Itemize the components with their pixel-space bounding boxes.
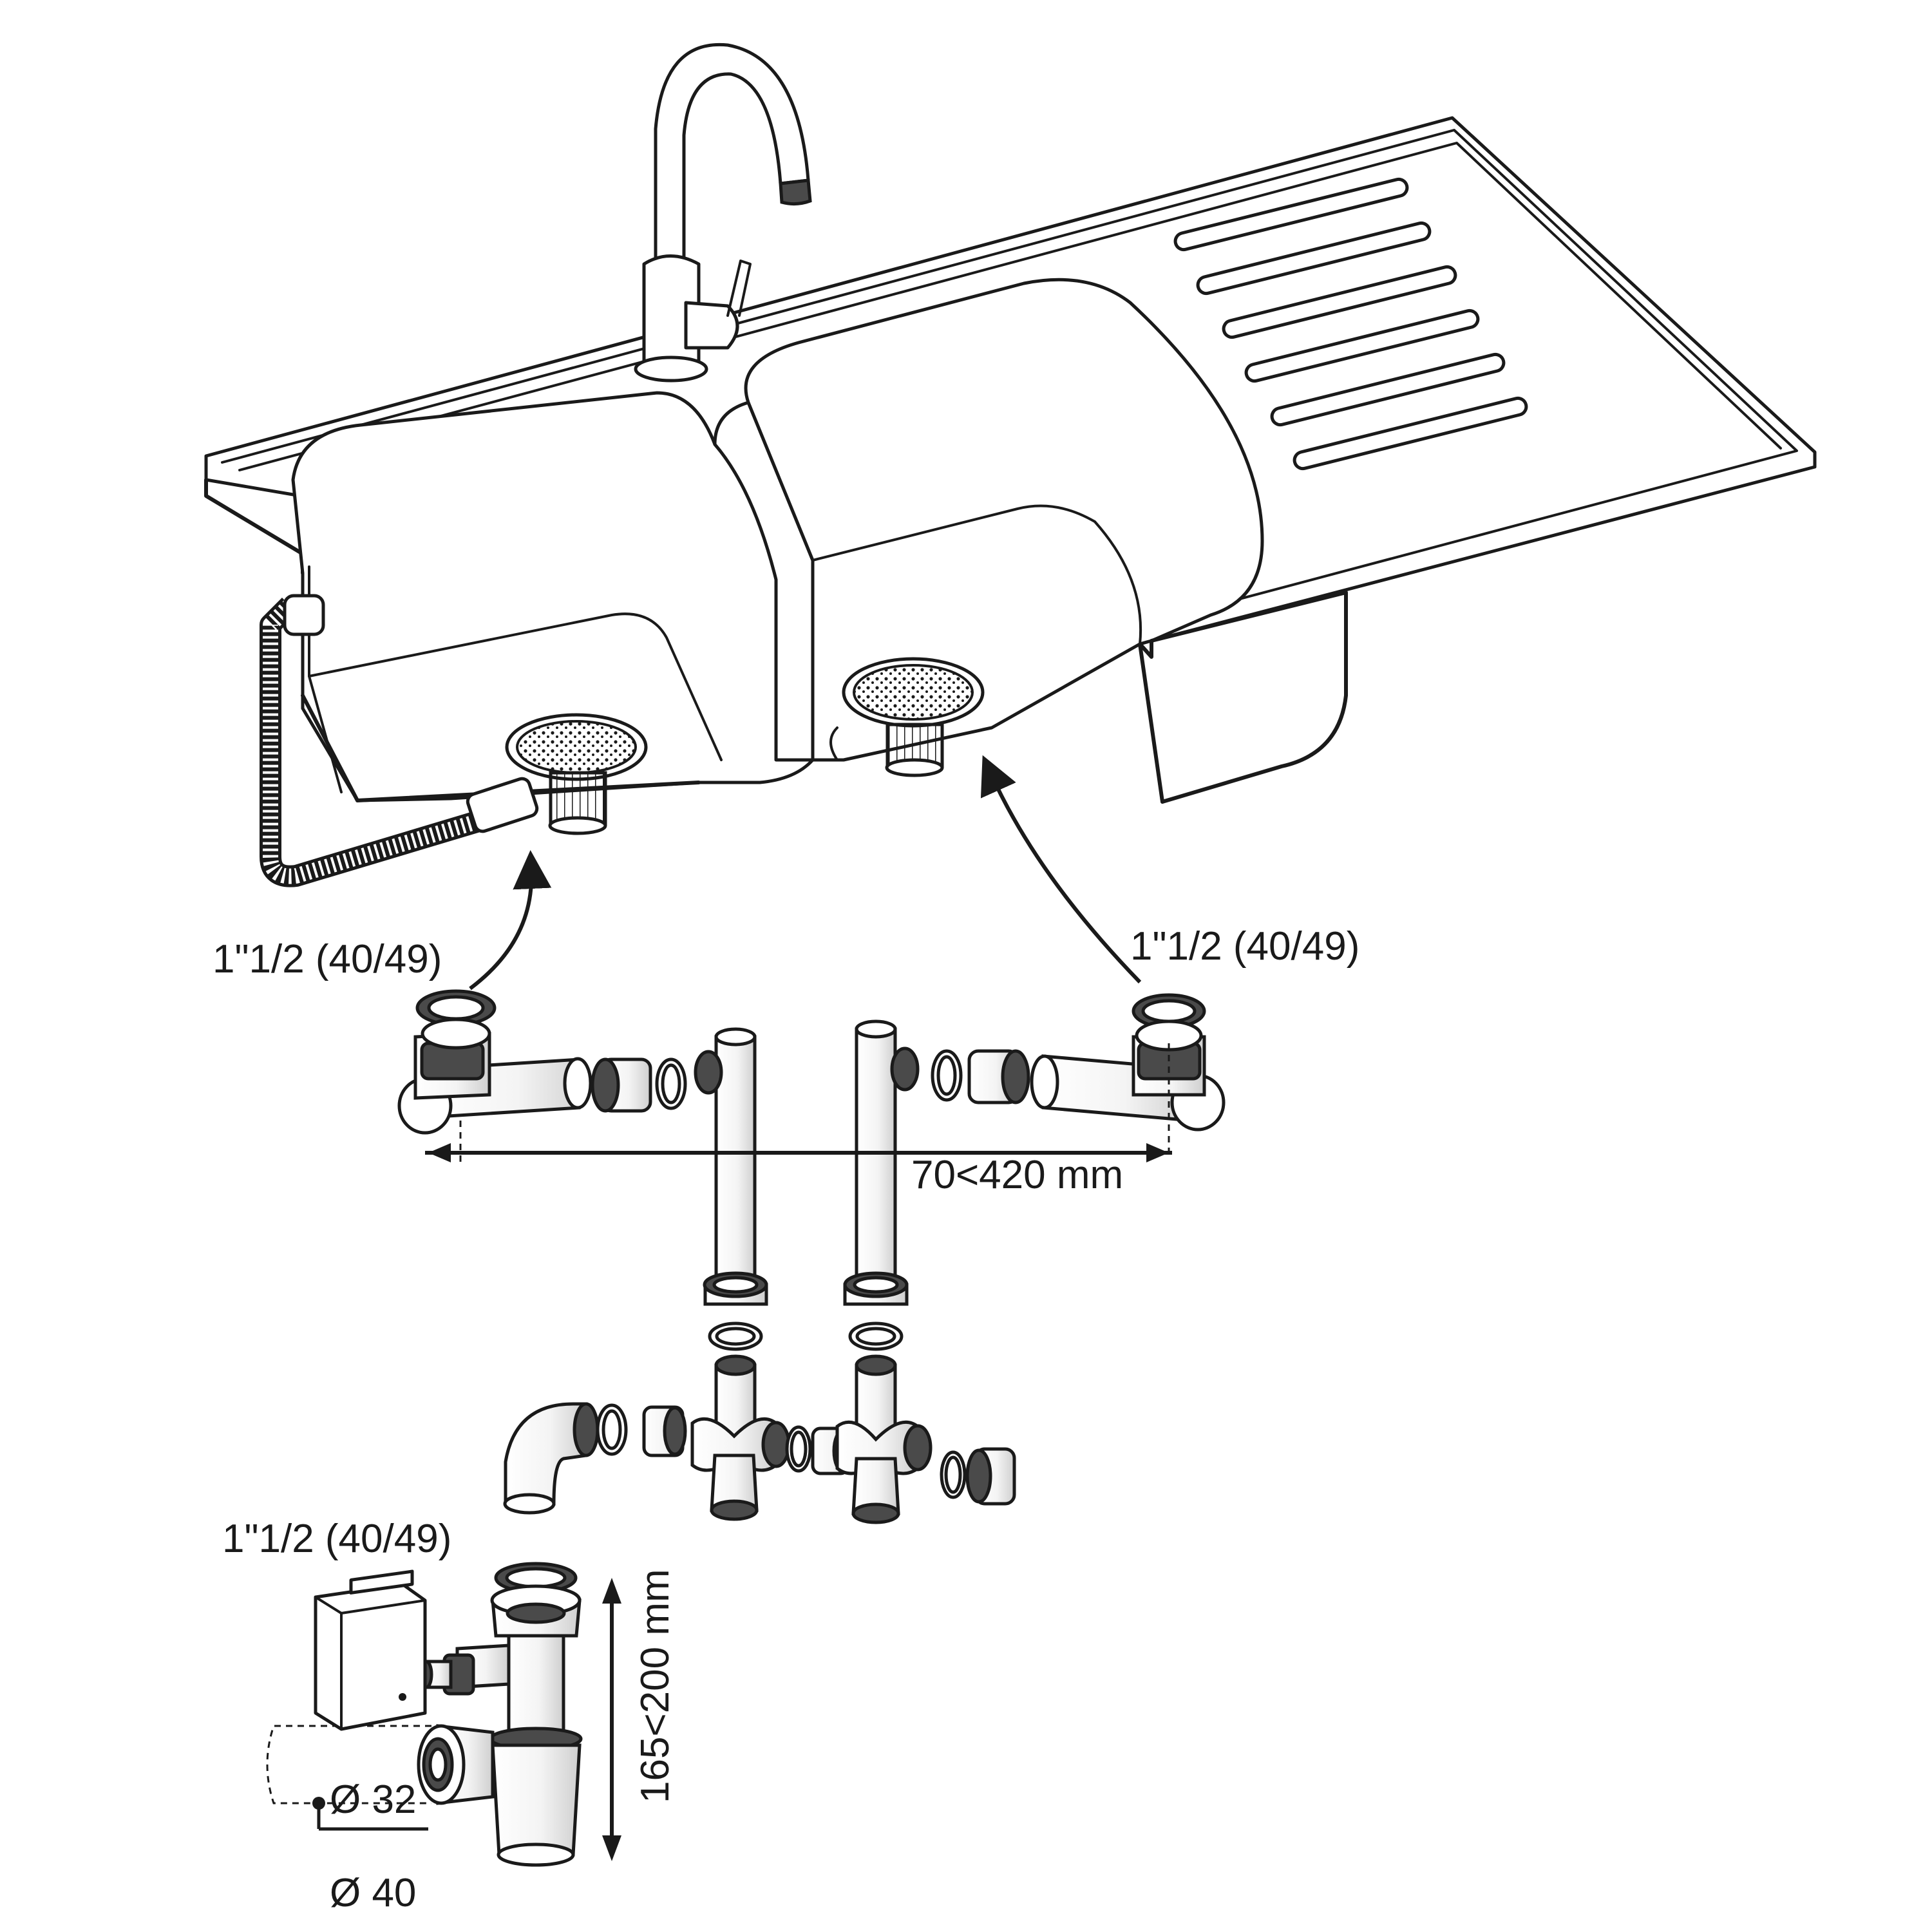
right-bowl-spec-label: 1"1/2 (40/49) xyxy=(1130,924,1359,969)
diameter-callout xyxy=(312,1797,428,1831)
width-dimension-line xyxy=(425,1121,1172,1162)
right-bowl xyxy=(744,278,1348,804)
drainboard-grooves xyxy=(1173,177,1528,471)
siphon-spec-label: 1"1/2 (40/49) xyxy=(222,1517,451,1561)
height-range-label: 165<200 mm xyxy=(633,1569,677,1803)
overflow-hose xyxy=(260,594,539,887)
left-connection-arrow xyxy=(469,850,552,990)
horizontal-drain-assembly xyxy=(397,989,1226,1293)
washing-machine-icon xyxy=(314,1569,427,1731)
sink-unit xyxy=(204,43,1817,887)
vertical-connectors xyxy=(703,1271,909,1470)
bottle-siphon xyxy=(266,1562,583,1867)
left-bowl xyxy=(291,391,815,802)
diameter-large-label: Ø 40 xyxy=(330,1871,416,1915)
diameter-small-label: Ø 32 xyxy=(330,1777,416,1822)
height-dimension-line xyxy=(602,1578,621,1861)
left-strainer xyxy=(505,713,648,835)
left-bowl-spec-label: 1"1/2 (40/49) xyxy=(213,937,442,981)
right-connection-arrow xyxy=(980,755,1142,984)
right-strainer xyxy=(842,657,985,777)
t-junction-assembly xyxy=(503,1402,1016,1524)
faucet xyxy=(634,43,812,383)
width-range-label: 70<420 mm xyxy=(911,1153,1123,1197)
